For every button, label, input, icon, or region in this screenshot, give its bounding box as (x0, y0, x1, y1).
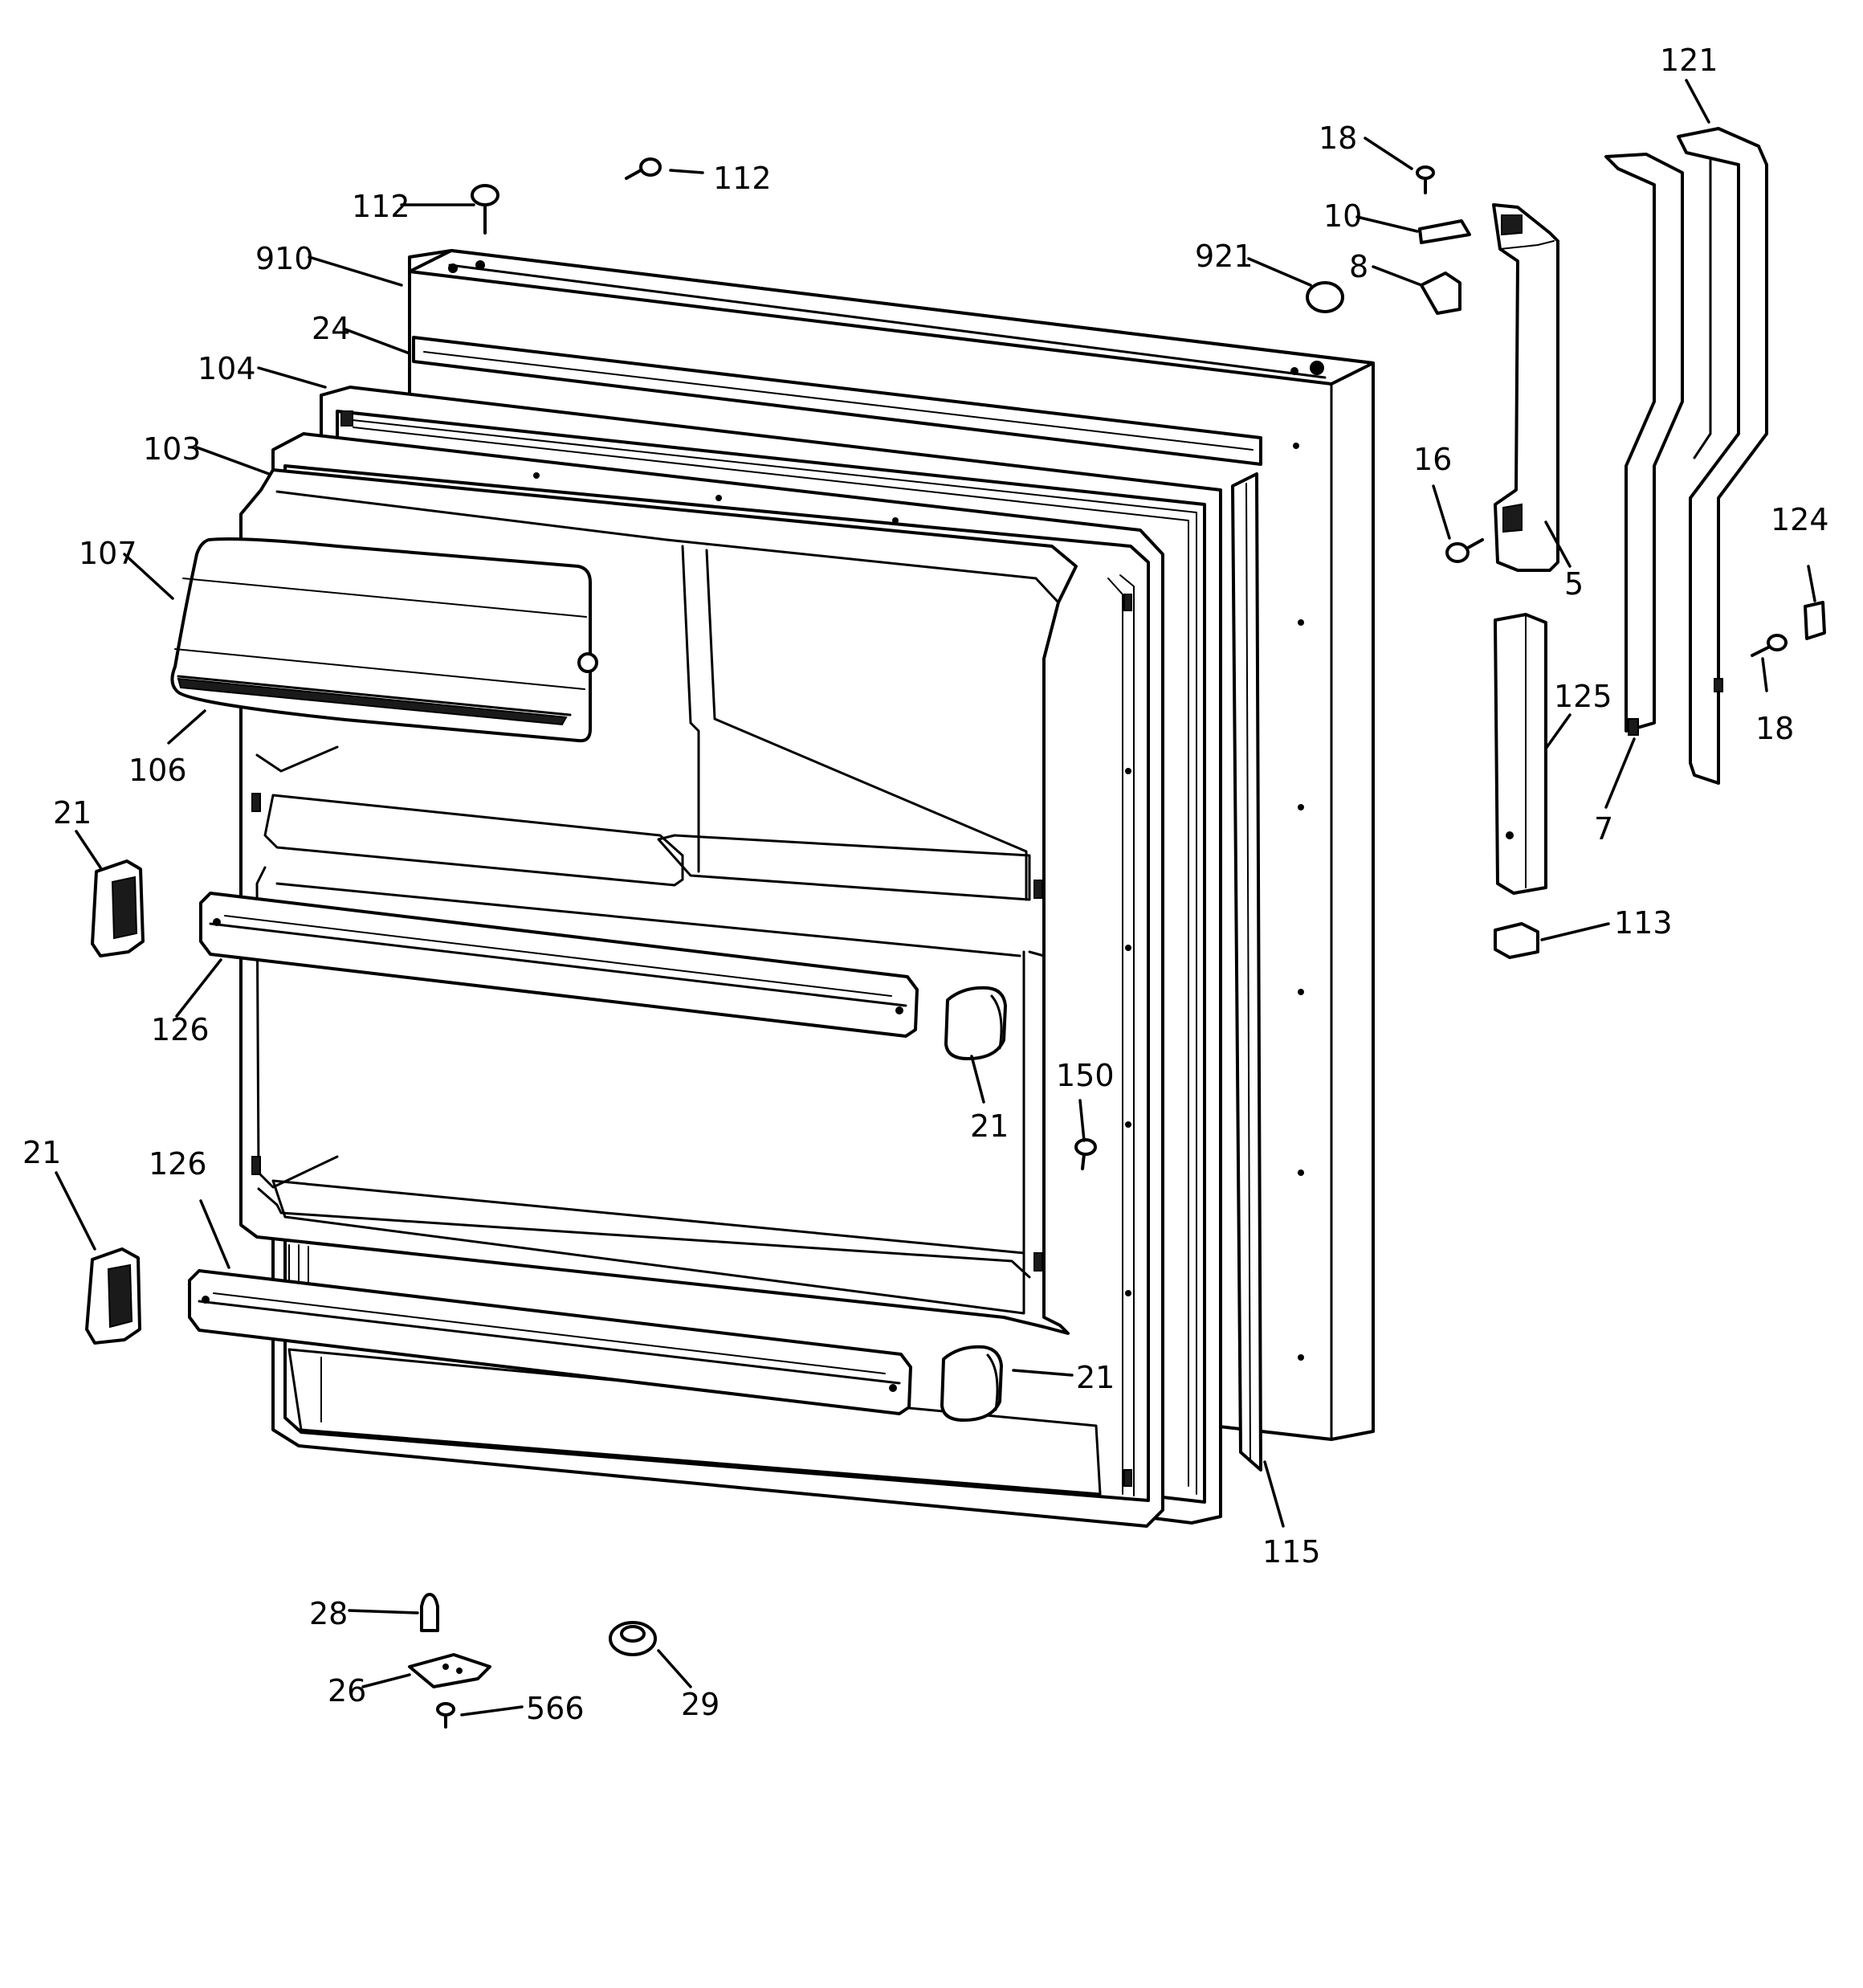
frame-trim (412, 336, 1262, 466)
plate-26 (408, 1653, 491, 1688)
label-18-right: 18 (1755, 711, 1794, 746)
hinge-cover-8 (1420, 271, 1461, 315)
label-910: 910 (255, 241, 314, 276)
leader-lines (55, 79, 1816, 1717)
handle-mount-125 (1494, 613, 1547, 895)
label-126-upper: 126 (151, 1012, 210, 1047)
label-124: 124 (1771, 502, 1829, 537)
label-106: 106 (128, 753, 187, 788)
shelf-bracket-lower-right (940, 1345, 1003, 1422)
label-121: 121 (1660, 43, 1718, 78)
label-10: 10 (1323, 198, 1362, 234)
screw-112-top-right (625, 157, 662, 180)
screw-112-top (471, 184, 499, 235)
plug-button-921 (1306, 281, 1344, 313)
label-113: 113 (1614, 905, 1673, 941)
label-7: 7 (1594, 811, 1613, 847)
label-21-upper-right: 21 (970, 1108, 1009, 1144)
label-112-left: 112 (352, 189, 410, 224)
label-115: 115 (1262, 1534, 1321, 1570)
breaker-strip (1231, 472, 1262, 1472)
label-104: 104 (198, 351, 256, 386)
label-21-lower-right: 21 (1076, 1360, 1115, 1395)
grommet-29 (609, 1621, 657, 1656)
label-21-lower-left: 21 (22, 1135, 61, 1170)
screw-18-top (1416, 165, 1435, 194)
label-150: 150 (1056, 1058, 1115, 1093)
label-103: 103 (143, 431, 202, 467)
shelf-bracket-upper-right (944, 986, 1007, 1060)
label-5: 5 (1564, 566, 1584, 602)
screw-18-right (1751, 634, 1788, 657)
pin-28 (420, 1593, 439, 1632)
screw-150 (1074, 1138, 1097, 1170)
screw-16 (1445, 538, 1484, 563)
label-18-top: 18 (1319, 120, 1357, 156)
hinge-bracket-121 (1677, 127, 1768, 785)
hinge-pin-10 (1418, 219, 1471, 244)
hinge-bracket-7 (1604, 153, 1684, 736)
label-26: 26 (328, 1673, 366, 1708)
shelf-bracket-lower-left (85, 1247, 141, 1345)
label-921: 921 (1195, 239, 1254, 274)
dairy-compartment-door (170, 537, 598, 743)
label-112-right: 112 (713, 161, 772, 196)
label-8: 8 (1349, 249, 1368, 284)
label-126-lower: 126 (149, 1146, 207, 1182)
screw-566 (436, 1702, 455, 1729)
label-28: 28 (309, 1596, 348, 1631)
label-16: 16 (1413, 442, 1452, 477)
label-107: 107 (79, 536, 137, 571)
label-24: 24 (312, 311, 350, 346)
door-shelf-bar-lower (188, 1269, 912, 1415)
label-21-upper-left: 21 (53, 795, 92, 831)
bracket-clip-124 (1804, 601, 1826, 640)
label-566: 566 (526, 1691, 585, 1726)
door-shelf-bar-upper (199, 892, 919, 1038)
label-125: 125 (1554, 679, 1612, 714)
handle-end-cap-113 (1494, 922, 1539, 959)
label-29: 29 (681, 1687, 720, 1722)
callout-labels: 121 18 112 112 10 921 910 8 24 104 103 1… (22, 43, 1829, 1726)
door-handle-5 (1492, 203, 1559, 572)
shelf-bracket-upper-left (91, 859, 145, 957)
